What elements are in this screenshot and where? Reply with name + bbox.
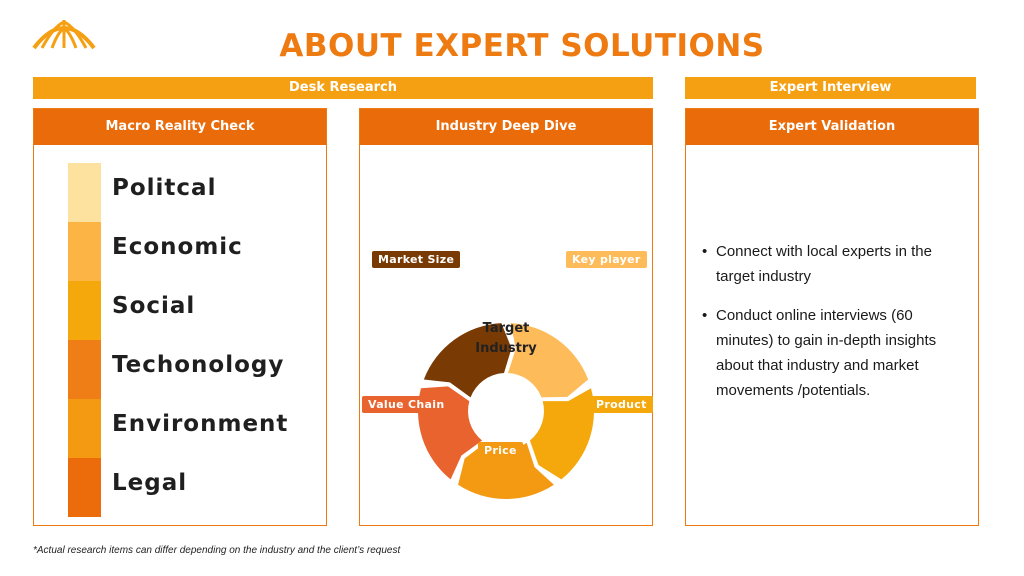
cycle-center-circle (470, 375, 542, 447)
desk-research-band: Desk Research (33, 77, 653, 99)
pestel-label: Techonology (112, 352, 285, 378)
tag-price: Price (478, 442, 523, 459)
page-title: ABOUT EXPERT SOLUTIONS (279, 28, 765, 64)
pestel-color-bar (68, 458, 101, 517)
pestel-label: Politcal (112, 175, 217, 201)
pestel-label: Environment (112, 411, 289, 437)
pestel-item: Economic (68, 222, 318, 281)
center-label-line1: Target (482, 321, 530, 336)
expert-bullet-list: Connect with local experts in the target… (702, 239, 970, 417)
tag-product: Product (590, 396, 653, 413)
pestel-color-bar (68, 399, 101, 458)
pestel-list: Politcal Economic Social Techonology Env… (68, 163, 318, 517)
footnote: *Actual research items can differ depend… (33, 545, 401, 556)
cycle-segment-market-size (423, 323, 512, 398)
pestel-item: Legal (68, 458, 318, 517)
pestel-label: Economic (112, 234, 243, 260)
arch-dome-logo-icon (32, 20, 96, 50)
bullet-item: Connect with local experts in the target… (702, 239, 970, 289)
tag-value-chain: Value Chain (362, 396, 451, 413)
center-label-line2: Industry (475, 341, 537, 356)
pestel-item: Techonology (68, 340, 318, 399)
pestel-label: Legal (112, 470, 188, 496)
pestel-color-bar (68, 340, 101, 399)
macro-reality-header: Macro Reality Check (34, 109, 326, 145)
pestel-item: Politcal (68, 163, 318, 222)
expert-interview-band: Expert Interview (685, 77, 976, 99)
pestel-color-bar (68, 222, 101, 281)
expert-validation-panel: Expert Validation Connect with local exp… (685, 108, 979, 526)
expert-validation-header: Expert Validation (686, 109, 978, 145)
bullet-item: Conduct online interviews (60 minutes) t… (702, 303, 970, 403)
tag-key-player: Key player (566, 251, 647, 268)
cycle-segment-product (529, 388, 594, 480)
pestel-item: Social (68, 281, 318, 340)
industry-deep-dive-panel: Industry Deep Dive Target Industry Marke… (359, 108, 653, 526)
pestel-color-bar (68, 163, 101, 222)
industry-deep-dive-header: Industry Deep Dive (360, 109, 652, 145)
pestel-label: Social (112, 293, 196, 319)
macro-reality-panel: Macro Reality Check Politcal Economic So… (33, 108, 327, 526)
pestel-color-bar (68, 281, 101, 340)
pestel-item: Environment (68, 399, 318, 458)
tag-market-size: Market Size (372, 251, 461, 268)
cycle-center-label: Target Industry (468, 319, 544, 359)
cycle-segment-key-player (507, 323, 589, 398)
